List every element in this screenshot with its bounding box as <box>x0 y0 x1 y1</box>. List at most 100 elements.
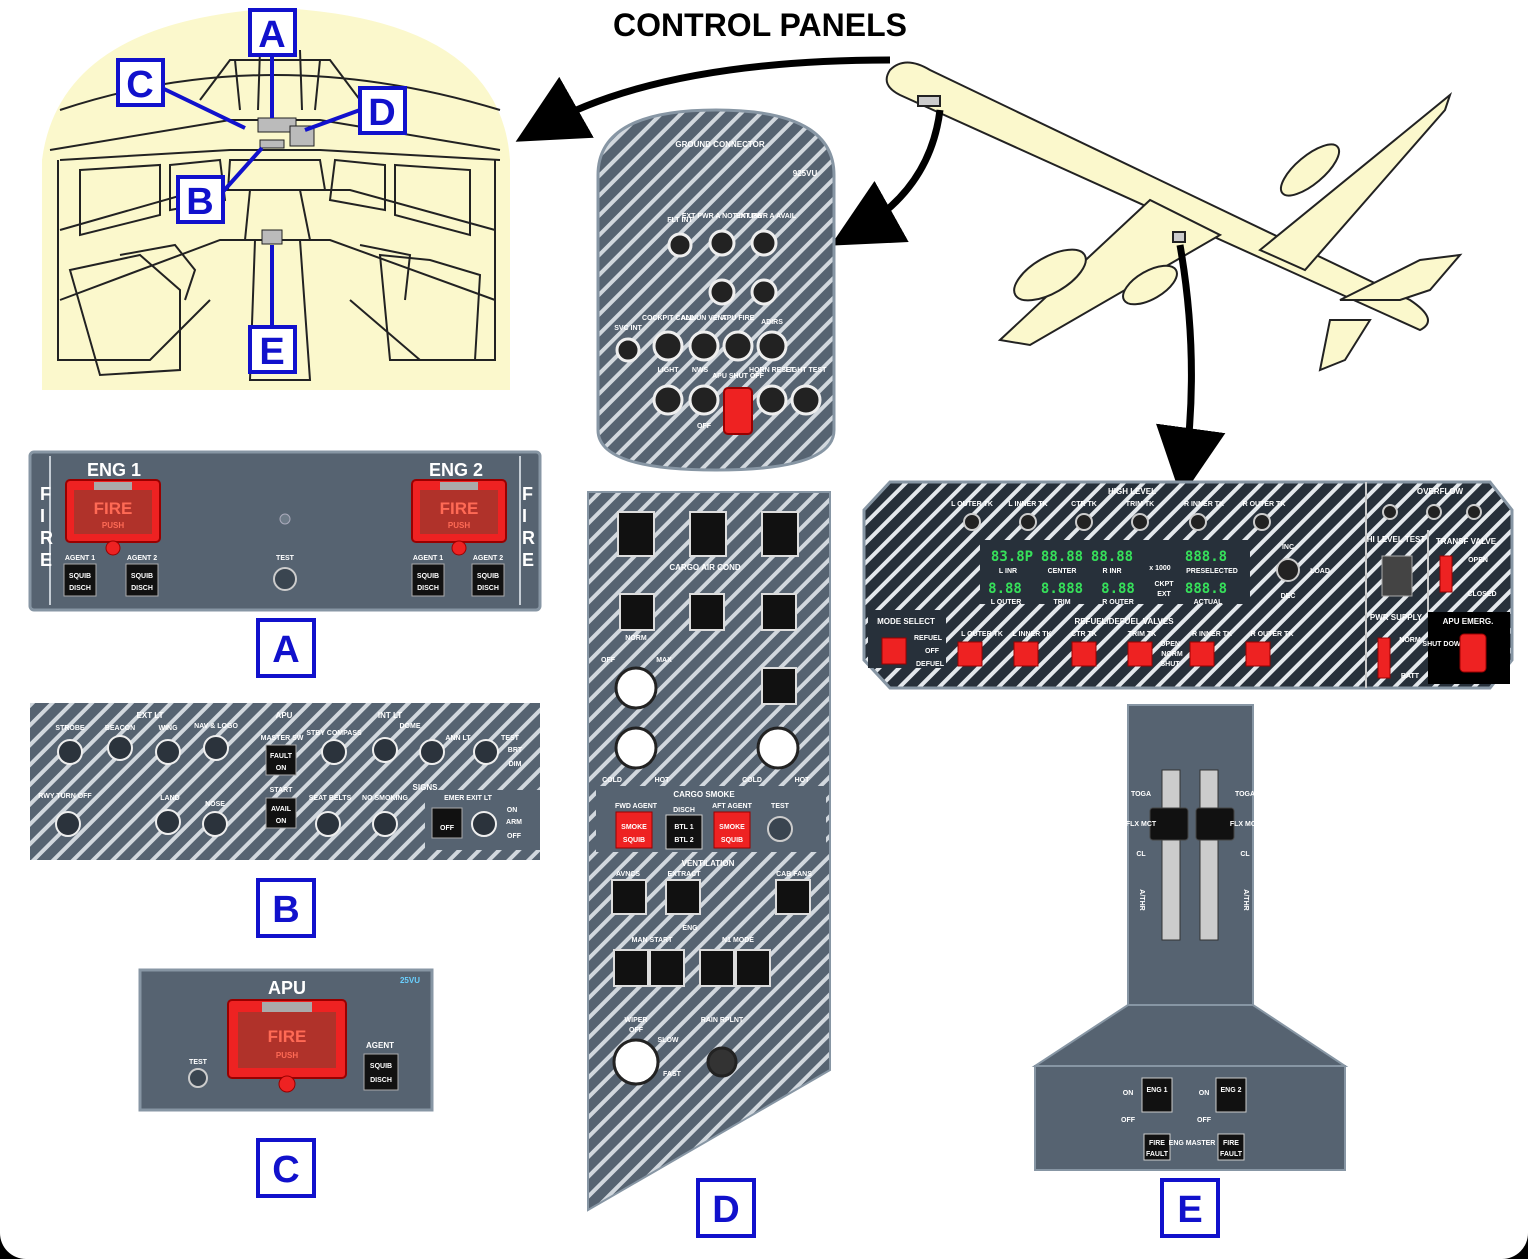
valve-tank-label: R OUTER TK <box>1251 631 1294 638</box>
eng1-agent2-button[interactable]: SQUIB DISCH <box>125 563 159 597</box>
eng1-master-switch[interactable]: ENG 1 <box>1141 1077 1173 1113</box>
high-level-label: HIGH LEVEL <box>1108 487 1156 496</box>
refuel-valves-label: REFUEL/DEFUEL VALVES <box>1074 617 1174 626</box>
aft-agent-label: AFT AGENT <box>712 803 753 810</box>
high-level-lights <box>963 504 1482 531</box>
disch-button[interactable]: BTL 1 BTL 2 <box>665 814 703 850</box>
eng2-label: ENG 2 <box>1220 1087 1241 1094</box>
eng1-fire-pushbutton[interactable]: FIRE PUSH <box>65 479 161 556</box>
rain-rplnt-label: RAIN RPLNT <box>701 1017 744 1024</box>
transf-valve-label: TRANSF VALVE <box>1436 537 1497 546</box>
transf-open-label: OPEN <box>1468 557 1488 564</box>
off-label: OFF <box>601 657 616 664</box>
squib-label: SQUIB <box>131 573 153 580</box>
dome-label: DOME <box>400 723 421 730</box>
panel-a: ENG 1 ENG 2 F I R E F I R E FIRE PUSH FI… <box>28 450 542 612</box>
tank-label: L OUTER TK <box>951 501 993 508</box>
thrust-levers[interactable] <box>1149 807 1235 841</box>
eng2-agent2-button[interactable]: SQUIB DISCH <box>471 563 505 597</box>
svc-int-label: SVC INT <box>614 325 642 332</box>
test-button[interactable] <box>273 567 297 591</box>
eng-label: ENG <box>682 925 698 932</box>
batt-label: BATT <box>1401 673 1420 680</box>
apu-start-label: START <box>270 787 294 794</box>
flx-label: FLX MCT <box>1126 821 1157 828</box>
mode-select-switch[interactable] <box>881 637 907 665</box>
mode-select-label: MODE SELECT <box>877 617 935 626</box>
squib-label: SQUIB <box>721 837 743 844</box>
eng2-fire-pushbutton[interactable]: FIRE PUSH <box>411 479 507 556</box>
test-button[interactable] <box>188 1068 208 1088</box>
eng2-label: ENG 2 <box>429 460 483 480</box>
cargo-air-cond-label: CARGO AIR COND <box>669 563 740 572</box>
emer-exit-off-button[interactable]: OFF <box>431 807 463 839</box>
digits-center: 88.88 <box>1041 549 1083 565</box>
disch-label: DISCH <box>417 585 439 592</box>
pwr-supply-switch[interactable] <box>1377 637 1391 679</box>
refuel-valve-switches[interactable] <box>957 641 1271 667</box>
fire-side-letter: E <box>522 550 534 570</box>
nav-logo-label: NAV & LOGO <box>194 723 238 730</box>
pwr-supply-label: PWR SUPPLY <box>1370 613 1423 622</box>
fwd-agent-button[interactable]: SMOKE SQUIB <box>615 811 653 849</box>
light-label: LIGHT <box>658 367 680 374</box>
eng1-agent1-button[interactable]: SQUIB DISCH <box>63 563 97 597</box>
apu-master-sw-button[interactable]: FAULT ON <box>265 744 297 776</box>
squib-label: SQUIB <box>417 573 439 580</box>
fire-side-letter: I <box>40 506 45 526</box>
apu-emerg-shut-down-button[interactable] <box>1459 633 1487 673</box>
ann-lt-label: ANN LT <box>445 735 471 742</box>
squib-label: SQUIB <box>370 1063 392 1070</box>
apu-fire-pushbutton[interactable]: FIRE PUSH <box>227 999 347 1093</box>
load-label: LOAD <box>1310 568 1330 575</box>
seat-belts-label: SEAT BELTS <box>309 795 352 802</box>
hi-level-test-label: HI LEVEL TEST <box>1367 535 1426 544</box>
ext-pwr-a-label: EXT PWR A NOT IN USE <box>682 213 763 220</box>
on-label: ON <box>276 765 287 772</box>
valve-tank-label: R INNER TK <box>1192 631 1232 638</box>
disch-label: DISCH <box>69 585 91 592</box>
callout-lines <box>161 55 361 330</box>
fire-side-letter: F <box>40 484 51 504</box>
apu-agent-button[interactable]: SQUIB DISCH <box>363 1053 399 1091</box>
panel-d-label: D <box>712 1189 739 1231</box>
master-sw-label: MASTER SW <box>261 735 304 742</box>
hi-level-test-switch[interactable] <box>1381 555 1413 597</box>
digits-l-outer: 8.88 <box>988 581 1022 597</box>
page-title: CONTROL PANELS <box>613 7 907 43</box>
eng2-fire-fault-light: FIRE FAULT <box>1217 1133 1245 1161</box>
eng2-agent1-button[interactable]: SQUIB DISCH <box>411 563 445 597</box>
fire-label: FIRE <box>268 1027 307 1046</box>
adirs-label: ADIRS <box>761 319 783 326</box>
preselect-knob[interactable] <box>1276 558 1300 582</box>
shut-down-label: SHUT DOWN <box>1422 641 1465 648</box>
cargo-smoke-test-button[interactable] <box>767 816 793 842</box>
dec-label: DEC <box>1281 593 1296 600</box>
r-outer-label: R OUTER <box>1102 599 1134 606</box>
fire-side-letter: R <box>40 528 53 548</box>
transf-valve-switch[interactable] <box>1439 555 1453 593</box>
valve-tank-label: TRIM TK <box>1128 631 1156 638</box>
nws-label: NWS <box>692 367 709 374</box>
disch-label: DISCH <box>477 585 499 592</box>
eng-buttons[interactable] <box>613 949 771 987</box>
disch-label: DISCH <box>131 585 153 592</box>
horn-reset-label: HORN RESET <box>749 367 796 374</box>
apu-shut-off-label: APU SHUT OFF <box>712 373 764 380</box>
cab-fans-label: CAB FANS <box>776 871 812 878</box>
fire-side-letter: R <box>522 528 535 548</box>
off-label: OFF <box>507 833 522 840</box>
panel-d-buttons[interactable] <box>617 511 799 705</box>
ventilation-buttons[interactable] <box>611 879 811 915</box>
apu-start-button[interactable]: AVAIL ON <box>265 797 297 829</box>
aft-agent-button[interactable]: SMOKE SQUIB <box>713 811 751 849</box>
toga-label: TOGA <box>1131 791 1151 798</box>
ground-connector-jacks[interactable] <box>615 229 822 416</box>
squib-label: SQUIB <box>477 573 499 580</box>
panel-d-knobs[interactable] <box>612 666 800 1086</box>
panel-b-switches[interactable] <box>55 735 499 837</box>
apu-shut-off-guard[interactable] <box>723 387 753 435</box>
no-smoking-label: NO SMOKING <box>362 795 408 802</box>
eng2-master-switch[interactable]: ENG 2 <box>1215 1077 1247 1113</box>
